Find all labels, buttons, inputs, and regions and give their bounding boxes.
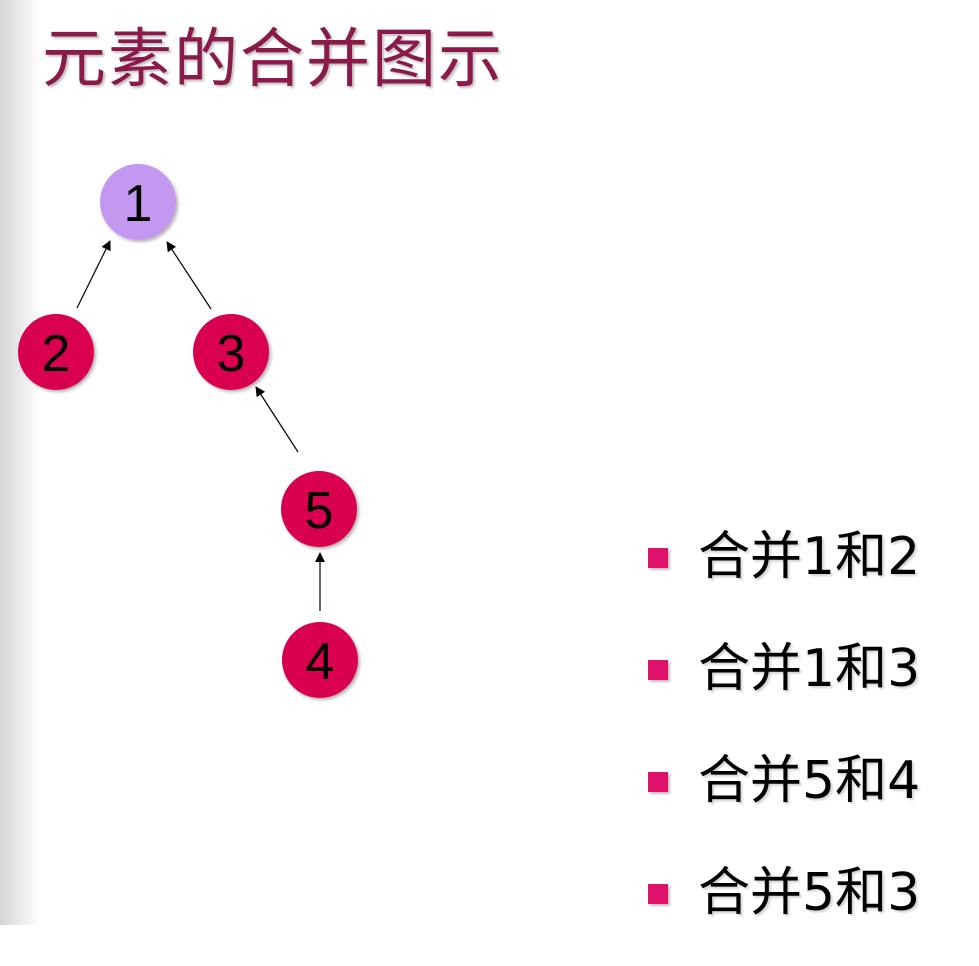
step-text: 合并1和2 (698, 527, 921, 587)
step-text: 合并5和4 (698, 751, 921, 811)
node-3-label: 3 (217, 325, 246, 383)
step-text: 合并1和3 (698, 639, 921, 699)
node-1: 1 (100, 164, 176, 240)
node-4-label: 4 (306, 633, 335, 691)
square-bullet-icon (648, 548, 668, 568)
node-5-label: 5 (305, 482, 334, 540)
node-2-label: 2 (42, 325, 71, 383)
node-4: 4 (282, 622, 358, 698)
square-bullet-icon (648, 884, 668, 904)
square-bullet-icon (648, 660, 668, 680)
edge-2-to-1 (76, 240, 111, 309)
union-tree-diagram: 1 2 3 5 4 (18, 164, 358, 698)
slide-title: 元素的合并图示 (42, 23, 504, 97)
edge-5-to-3 (255, 386, 299, 453)
square-bullet-icon (648, 772, 668, 792)
node-5: 5 (281, 471, 357, 547)
node-2: 2 (18, 314, 94, 390)
step-text: 合并5和3 (698, 863, 921, 923)
node-1-label: 1 (124, 175, 153, 233)
edge-3-to-1 (166, 241, 212, 310)
node-3: 3 (193, 314, 269, 390)
left-decor-band (0, 0, 40, 925)
